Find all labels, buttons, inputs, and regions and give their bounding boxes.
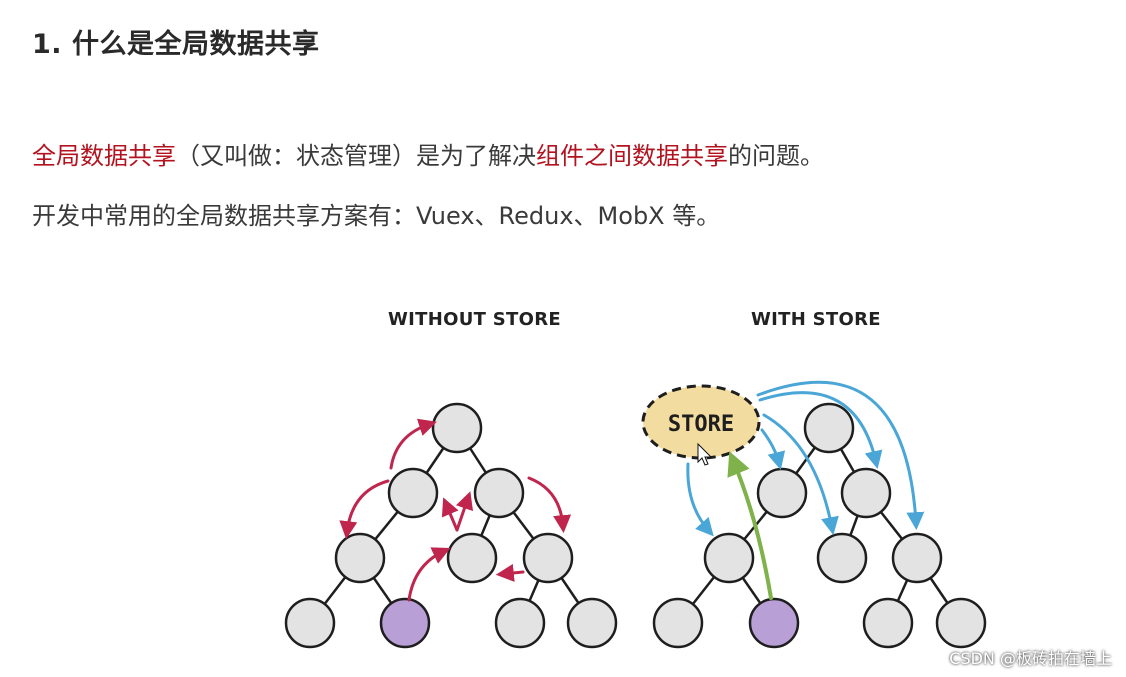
without-store-arrows (339, 418, 572, 602)
tree-node (862, 597, 914, 649)
tree-node (803, 402, 855, 454)
store-to-component-arrow (762, 413, 839, 536)
tree-node (494, 597, 546, 649)
with-store-nodes (652, 402, 987, 649)
tree-node (522, 532, 574, 584)
without-store-tree (309, 427, 594, 624)
store-to-component-arrow (760, 428, 786, 470)
pass-data-arrow (441, 497, 459, 532)
solutions-paragraph: 开发中常用的全局数据共享方案有：Vuex、Redux、MobX 等。 (32, 202, 721, 230)
active-tree-node (748, 597, 800, 649)
tree-node (566, 597, 618, 649)
definition-paragraph: 全局数据共享（又叫做：状态管理）是为了解决组件之间数据共享的问题。 (32, 136, 824, 171)
tree-node (652, 597, 704, 649)
highlight-component-data-sharing: 组件之间数据共享 (536, 142, 728, 170)
store-to-component-arrow (758, 391, 883, 470)
tree-node (935, 597, 987, 649)
store-label: STORE (668, 412, 734, 437)
pass-data-arrow (389, 418, 437, 470)
pass-data-arrow (339, 479, 390, 540)
tree-node (703, 532, 755, 584)
pass-data-arrow (407, 547, 451, 602)
store-distribution-arrows (686, 380, 925, 537)
tree-node (891, 532, 943, 584)
tree-node (284, 597, 336, 649)
tree-node (334, 532, 386, 584)
tree-node (387, 467, 439, 519)
definition-text-1: （又叫做：状态管理）是为了解决 (176, 142, 536, 170)
cursor-icon (697, 442, 713, 466)
slide-title: 1. 什么是全局数据共享 (32, 29, 320, 60)
tree-node (756, 467, 808, 519)
with-store-tree (677, 427, 963, 624)
without-store-nodes (284, 402, 618, 649)
highlight-global-data-sharing: 全局数据共享 (32, 142, 176, 170)
pass-data-arrow (455, 491, 474, 532)
active-tree-node (379, 597, 431, 649)
pass-data-arrow (527, 476, 572, 534)
tree-node (446, 532, 498, 584)
with-store-heading: WITH STORE (751, 309, 881, 330)
pass-data-arrow (495, 563, 525, 582)
tree-node (816, 532, 868, 584)
without-store-heading: WITHOUT STORE (388, 309, 561, 330)
tree-node (431, 402, 483, 454)
update-store-arrow (727, 451, 773, 600)
store-to-component-arrow (756, 380, 925, 531)
tree-node (473, 467, 525, 519)
tree-node (840, 467, 892, 519)
watermark: CSDN @板砖拍在墙上 (949, 649, 1112, 668)
store-ellipse (641, 384, 761, 460)
definition-text-2: 的问题。 (728, 142, 824, 170)
store-to-component-arrow (686, 462, 714, 537)
